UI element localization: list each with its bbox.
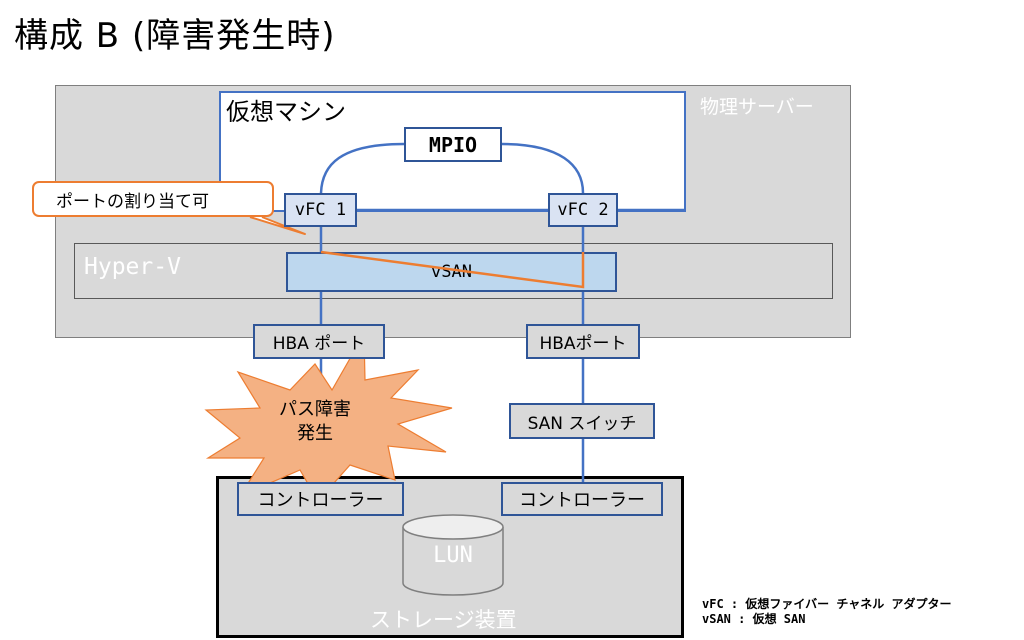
callout-text: ポートの割り当て可 <box>56 191 209 212</box>
lun-cylinder <box>402 514 504 596</box>
hba-port-2: HBAポート <box>526 324 640 359</box>
callout-pointer <box>249 216 306 235</box>
legend: vFC : 仮想ファイバー チャネル アダプター vSAN : 仮想 SAN <box>702 597 951 627</box>
storage-device-label: ストレージ装置 <box>370 608 517 632</box>
path-failure-label: パス障害 発生 <box>260 398 370 446</box>
failure-line-1: パス障害 <box>279 399 351 420</box>
page-title: 構成 B (障害発生時) <box>14 16 336 56</box>
mpio-box: MPIO <box>404 127 502 162</box>
virtual-machine-label: 仮想マシン <box>226 98 346 126</box>
san-switch: SAN スイッチ <box>509 403 655 439</box>
physical-server-label: 物理サーバー <box>700 96 814 118</box>
vfc1-adapter: vFC 1 <box>284 193 357 227</box>
lun-label: LUN <box>433 543 473 568</box>
reroute-path <box>320 250 585 289</box>
path-failure-burst <box>204 331 453 503</box>
mpio-vfc1-link <box>319 142 405 194</box>
failure-line-2: 発生 <box>297 423 333 444</box>
legend-vsan: vSAN : 仮想 SAN <box>702 612 806 626</box>
vfc2-adapter: vFC 2 <box>548 193 618 227</box>
controller-1: コントローラー <box>237 482 404 516</box>
hyperv-label: Hyper-V <box>84 254 181 280</box>
hba-port-1: HBA ポート <box>253 324 385 359</box>
port-assignment-callout: ポートの割り当て可 <box>32 181 274 217</box>
mpio-vfc2-link <box>501 142 585 194</box>
legend-vfc: vFC : 仮想ファイバー チャネル アダプター <box>702 597 952 611</box>
controller-2: コントローラー <box>501 482 663 516</box>
